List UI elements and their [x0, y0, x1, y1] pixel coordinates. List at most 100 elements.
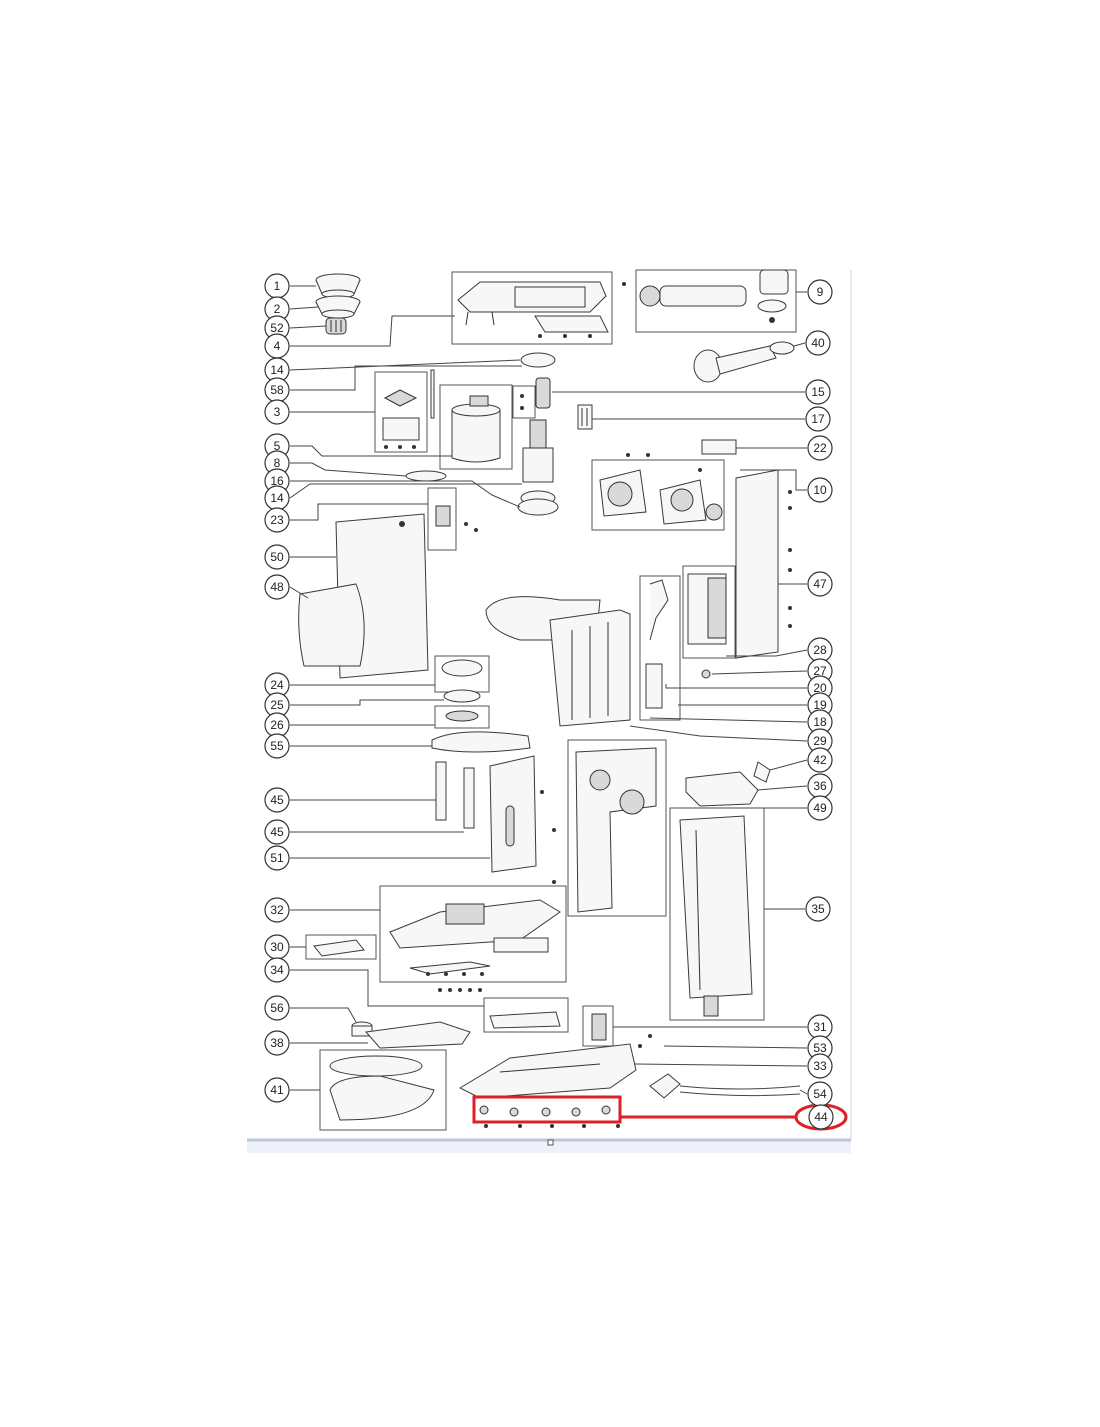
callout-35: 35	[805, 896, 831, 922]
valve-31	[582, 1005, 652, 1048]
drip-plate-55	[431, 731, 531, 753]
callout-number: 25	[270, 698, 284, 712]
callout-number: 17	[811, 412, 825, 426]
callout-circle	[807, 571, 833, 597]
diffuser-plate-8	[405, 470, 447, 482]
callout-45: 45	[264, 787, 290, 813]
front-cover-48	[298, 583, 365, 667]
callout-number: 14	[270, 363, 284, 377]
callout-number: 32	[270, 903, 284, 917]
highlight-box	[472, 1095, 622, 1124]
callout-number: 20	[813, 681, 827, 695]
leader-right-27	[711, 670, 808, 675]
callout-number: 50	[270, 550, 284, 564]
callout-53: 53	[807, 1035, 833, 1061]
callout-33: 33	[807, 1053, 833, 1079]
callout-circle	[264, 957, 290, 983]
leader-right-42	[769, 759, 808, 771]
callout-number: 10	[813, 483, 827, 497]
pillar-45b	[463, 767, 475, 829]
callout-number: 33	[813, 1059, 827, 1073]
pillar-45a	[435, 761, 447, 821]
leader-right-36	[757, 785, 808, 791]
leader-left-25	[290, 699, 444, 706]
callout-10: 10	[807, 477, 833, 503]
callout-circle	[805, 406, 831, 432]
callout-36: 36	[807, 773, 833, 799]
side-panel-47	[735, 469, 792, 659]
leader-left-23	[290, 503, 428, 521]
steam-wand-9	[622, 269, 797, 333]
callout-number: 22	[813, 441, 827, 455]
callout-number: 15	[811, 385, 825, 399]
callout-51: 51	[264, 845, 290, 871]
panel-51	[489, 755, 556, 884]
callout-52: 52	[264, 315, 290, 341]
callout-number: 56	[270, 1001, 284, 1015]
callout-31: 31	[807, 1014, 833, 1040]
callout-circle	[264, 1077, 290, 1103]
callout-circle	[807, 477, 833, 503]
drip-tray-cover-36	[685, 771, 759, 807]
callout-circle	[264, 544, 290, 570]
control-box-3	[374, 369, 435, 453]
callout-number: 47	[813, 577, 827, 591]
callout-circle	[264, 733, 290, 759]
filter-basket-2	[315, 295, 361, 319]
screws-34	[438, 988, 569, 1033]
callout-22: 22	[807, 435, 833, 461]
callout-number: 45	[270, 793, 284, 807]
power-cord-54	[649, 1073, 801, 1099]
callout-15: 15	[805, 379, 831, 405]
callout-25: 25	[264, 692, 290, 718]
boiler-5	[439, 384, 513, 470]
callout-48: 48	[264, 574, 290, 600]
leader-left-34	[290, 969, 484, 1007]
callout-55: 55	[264, 733, 290, 759]
frame-29	[485, 596, 631, 727]
callout-circle	[264, 507, 290, 533]
callout-circle	[805, 330, 831, 356]
water-tank-35	[669, 807, 765, 1021]
callout-number: 4	[274, 339, 281, 353]
base-32	[379, 885, 567, 983]
pump-body	[522, 419, 554, 483]
callout-number: 41	[270, 1083, 284, 1097]
callout-1: 1	[264, 273, 290, 299]
leader-right-20	[665, 684, 807, 689]
leader-left-52	[289, 325, 327, 329]
tubes-19-20	[639, 575, 711, 721]
callout-number: 40	[811, 336, 825, 350]
bottom-housing-33	[458, 1043, 637, 1099]
callout-number: 51	[270, 851, 284, 865]
leader-right-29	[629, 725, 808, 742]
callout-circle	[264, 995, 290, 1021]
callout-32: 32	[264, 897, 290, 923]
callout-50: 50	[264, 544, 290, 570]
callout-number: 14	[270, 491, 284, 505]
leader-left-2	[289, 306, 319, 310]
callout-number: 44	[814, 1110, 828, 1124]
callout-14: 14	[264, 485, 290, 511]
callout-number: 55	[270, 739, 284, 753]
leader-left-5	[290, 445, 452, 457]
leader-right-54	[799, 1089, 808, 1095]
callout-circle	[807, 435, 833, 461]
callout-number: 19	[813, 698, 827, 712]
callout-18: 18	[807, 709, 833, 735]
connector-17	[577, 404, 593, 430]
callout-8: 8	[264, 450, 290, 476]
leader-left-8	[290, 462, 407, 477]
valve-assembly-15	[512, 377, 551, 419]
callout-41: 41	[264, 1077, 290, 1103]
callout-circle	[807, 795, 833, 821]
callout-56: 56	[264, 995, 290, 1021]
callout-4: 4	[264, 333, 290, 359]
leader-left-14	[289, 483, 522, 499]
knob-42	[753, 761, 771, 783]
callout-42: 42	[807, 747, 833, 773]
callout-circle	[264, 819, 290, 845]
callout-circle	[264, 787, 290, 813]
